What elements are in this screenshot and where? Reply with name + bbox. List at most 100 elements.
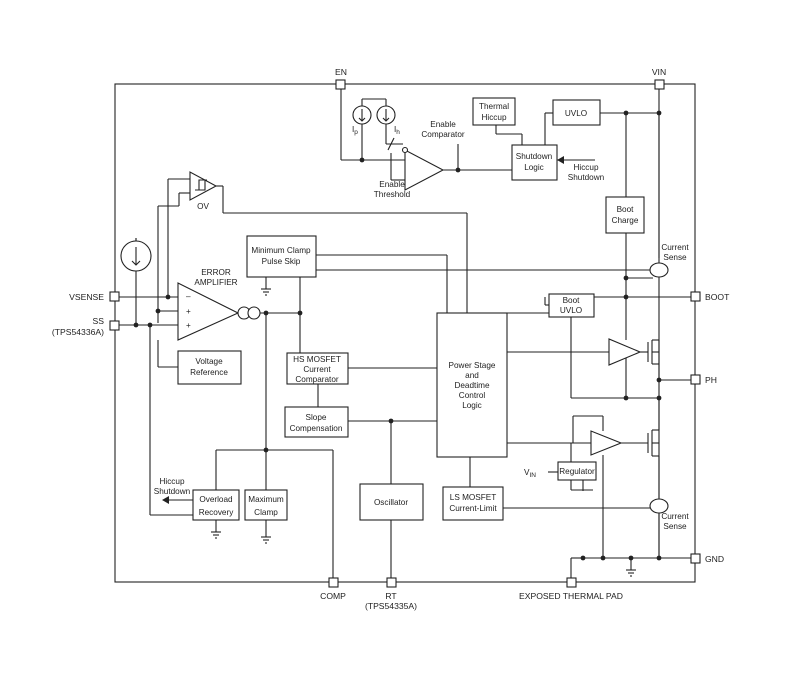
vin-regulator-label: VIN (524, 468, 536, 479)
uvlo-label: UVLO (565, 109, 587, 118)
enable-threshold-label-2: Threshold (374, 190, 411, 199)
regulator-block: Regulator (557, 461, 597, 481)
hs-gate-driver-icon (608, 338, 642, 366)
gnd-pin-label: GND (705, 554, 724, 564)
amp-plus-1: + (186, 307, 191, 316)
ss-pin-sublabel: (TPS54336A) (52, 327, 104, 337)
voltage-reference-line2: Reference (190, 368, 228, 377)
thermal-hiccup-line1: Thermal (479, 102, 509, 111)
voltage-reference-line1: Voltage (195, 357, 223, 366)
hs-mosfet-icon (647, 339, 659, 365)
ls-current-sense-icon (649, 498, 669, 514)
hiccup-shutdown-left-2: Shutdown (154, 487, 191, 496)
max-clamp-line1: Maximum (248, 495, 284, 504)
slope-compensation-block: Slope Compensation (284, 406, 349, 438)
ph-pin (690, 374, 701, 385)
hiccup-shutdown-right-2: Shutdown (568, 173, 605, 182)
wires (118, 88, 695, 581)
current-sense-bottom-1: Current (661, 512, 689, 521)
vin-pin-label: VIN (652, 67, 666, 77)
overload-line1: Overload (199, 495, 233, 504)
uvlo-block: UVLO (552, 99, 601, 126)
ph-pin-label: PH (705, 375, 717, 385)
en-pin (335, 79, 346, 90)
overload-recovery-block: Overload Recovery (192, 489, 240, 521)
hiccup-shutdown-left-1: Hiccup (159, 477, 184, 486)
min-clamp-line2: Pulse Skip (262, 257, 301, 266)
shutdown-logic-line2: Logic (524, 163, 544, 172)
power-stage-line5: Logic (462, 401, 482, 410)
rt-pin (386, 577, 397, 588)
current-sense-top-1: Current (661, 243, 689, 252)
ls-limit-line2: Current-Limit (449, 504, 497, 513)
ground-icon-max-clamp (261, 520, 271, 544)
ls-limit-line1: LS MOSFET (450, 493, 496, 502)
thermal-hiccup-line2: Hiccup (481, 113, 506, 122)
ls-mosfet-icon (647, 429, 660, 498)
gnd-pin (690, 553, 701, 564)
ground-icon-min-clamp (261, 288, 271, 296)
slope-comp-line1: Slope (306, 413, 327, 422)
current-sense-top-2: Sense (663, 253, 687, 262)
enable-comparator-icon (404, 149, 445, 191)
enable-comparator-label-2: Comparator (421, 130, 465, 139)
hs-comparator-line3: Comparator (295, 375, 339, 384)
thermal-pad-pin (566, 577, 577, 588)
comp-pin-label: COMP (320, 591, 346, 601)
hs-comparator-line2: Current (303, 365, 331, 374)
error-amplifier-label-1: ERROR (201, 268, 231, 277)
power-stage-line1: Power Stage (449, 361, 496, 370)
min-clamp-block: Minimum Clamp Pulse Skip (246, 235, 317, 278)
ih-label: Ih (394, 125, 400, 136)
boot-charge-line1: Boot (617, 205, 635, 214)
rt-pin-label: RT (385, 591, 397, 601)
hiccup-right-arrow-icon (557, 156, 564, 164)
amp-minus: – (186, 292, 191, 301)
ls-gate-driver-icon (590, 430, 623, 456)
enable-threshold-label-1: Enable (379, 180, 405, 189)
boot-charge-block: Boot Charge (605, 196, 645, 234)
boot-uvlo-block: Boot UVLO (548, 293, 595, 318)
slope-comp-line2: Compensation (290, 424, 343, 433)
oscillator-block: Oscillator (359, 483, 424, 521)
hiccup-left-arrow-icon (162, 496, 169, 504)
boot-uvlo-line1: Boot (563, 296, 581, 305)
en-pin-label: EN (335, 67, 347, 77)
ic-boundary (114, 83, 696, 583)
hiccup-shutdown-right-1: Hiccup (573, 163, 598, 172)
ih-current-source-icon (376, 105, 396, 125)
boot-pin-label: BOOT (705, 292, 730, 302)
error-amplifier-label-2: AMPLIFIER (194, 278, 237, 287)
max-clamp-line2: Clamp (254, 508, 278, 517)
voltage-reference-block: Voltage Reference (177, 350, 242, 385)
power-stage-line3: Deadtime (454, 381, 489, 390)
thermal-hiccup-block: Thermal Hiccup (472, 97, 516, 126)
error-amplifier-icon: – + + (177, 282, 261, 341)
ground-icon-gnd (626, 569, 636, 577)
shutdown-logic-line1: Shutdown (516, 152, 553, 161)
power-stage-line4: Control (459, 391, 486, 400)
hs-comparator-block: HS MOSFET Current Comparator (286, 352, 349, 385)
power-stage-block: Power Stage and Deadtime Control Logic (436, 312, 508, 458)
ground-icon-overload (211, 520, 221, 539)
ls-current-limit-block: LS MOSFET Current-Limit (442, 486, 504, 521)
enable-comparator-label-1: Enable (430, 120, 456, 129)
thermal-pad-label: EXPOSED THERMAL PAD (519, 591, 623, 601)
vsense-pin-label: VSENSE (69, 292, 104, 302)
comp-pin (328, 577, 339, 588)
vsense-pin (109, 291, 120, 302)
hs-current-sense-icon (649, 262, 669, 278)
rt-pin-sublabel: (TPS54335A) (365, 601, 417, 611)
shutdown-logic-block: Shutdown Logic (511, 144, 558, 181)
boot-charge-line2: Charge (612, 216, 639, 225)
boot-pin (690, 291, 701, 302)
regulator-label: Regulator (559, 467, 595, 476)
ip-label: Ip (352, 125, 358, 136)
power-stage-line2: and (465, 371, 479, 380)
current-sense-bottom-2: Sense (663, 522, 687, 531)
oscillator-label: Oscillator (374, 498, 408, 507)
amp-plus-2: + (186, 321, 191, 330)
ip-current-source-icon (352, 105, 372, 125)
